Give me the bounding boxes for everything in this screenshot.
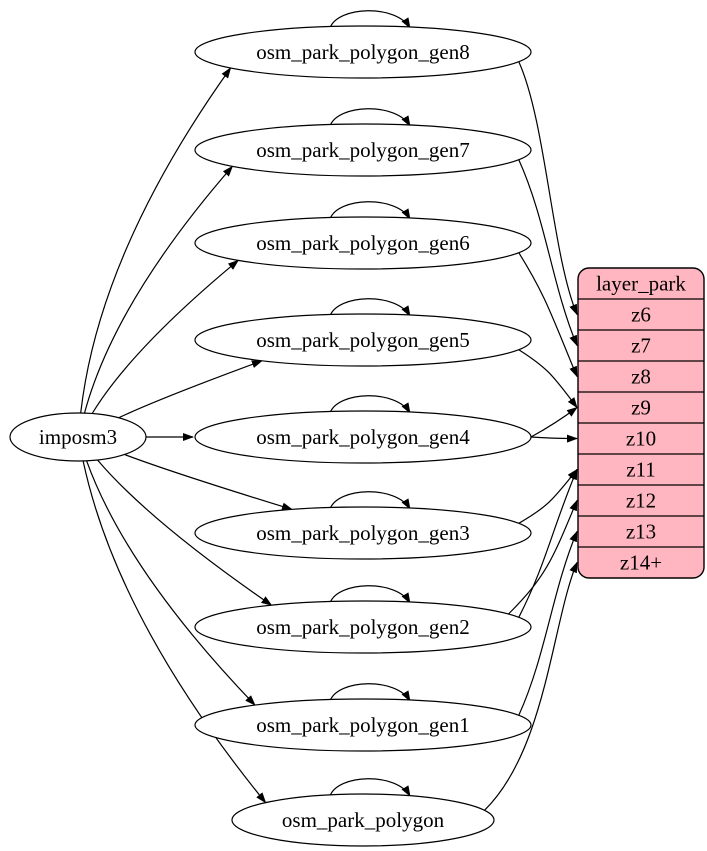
- edge-self-osm_park_polygon_gen7: [329, 108, 411, 127]
- edge-imposm3-to-osm_park_polygon_gen3: [124, 453, 293, 511]
- edge-osm_park_polygon_gen2-to-z11: [518, 468, 578, 618]
- edge-imposm3-to-osm_park_polygon_gen1: [86, 460, 256, 706]
- edge-self-osm_park_polygon_gen2: [329, 585, 411, 604]
- table-row-z10: z10: [626, 427, 656, 451]
- edge-self-osm_park_polygon_gen4: [329, 395, 411, 414]
- edge-self-osm_park_polygon_gen1: [329, 683, 411, 702]
- edge-self-osm_park_polygon_gen5: [329, 298, 411, 317]
- osm_park_polygon_gen4-ellipse: [194, 410, 532, 464]
- layer-park-header: layer_park: [596, 272, 686, 296]
- table-row-z13: z13: [626, 520, 656, 544]
- osm_park_polygon_gen6-ellipse: [194, 216, 532, 270]
- edge-self-osm_park_polygon_gen6: [329, 201, 411, 220]
- node-osm_park_polygon_gen5: osm_park_polygon_gen5: [194, 313, 532, 367]
- edge-osm_park_polygon_gen2-to-z12: [508, 499, 578, 615]
- imposm3-label: imposm3: [39, 425, 117, 449]
- osm_park_polygon_gen7-ellipse: [194, 123, 532, 177]
- edge-osm_park_polygon_gen1-to-z13: [518, 530, 578, 716]
- edge-osm_park_polygon_gen8-to-z6: [518, 61, 578, 316]
- node-osm_park_polygon_gen2: osm_park_polygon_gen2: [194, 600, 532, 654]
- node-osm_park_polygon_gen6: osm_park_polygon_gen6: [194, 216, 532, 270]
- node-osm_park_polygon: osm_park_polygon: [231, 793, 495, 847]
- osm_park_polygon_gen3-label: osm_park_polygon_gen3: [256, 521, 469, 545]
- edge-osm_park_polygon_gen5-to-z9: [518, 349, 578, 409]
- edge-imposm3-to-osm_park_polygon_gen7: [83, 165, 234, 414]
- table-row-z7: z7: [631, 334, 651, 358]
- osm_park_polygon_gen5-label: osm_park_polygon_gen5: [256, 328, 469, 352]
- node-osm_park_polygon_gen7: osm_park_polygon_gen7: [194, 123, 532, 177]
- osm_park_polygon_gen6-label: osm_park_polygon_gen6: [256, 231, 469, 255]
- osm_park_polygon_gen3-ellipse: [194, 506, 532, 560]
- edge-osm_park_polygon_gen4-to-z10: [530, 434, 578, 443]
- table-row-z9: z9: [631, 396, 651, 420]
- table-row-z8: z8: [631, 365, 651, 389]
- table-row-z12: z12: [626, 489, 656, 513]
- edge-osm_park_polygon-to-z14+: [484, 561, 578, 811]
- osm_park_polygon_gen4-label: osm_park_polygon_gen4: [256, 425, 470, 449]
- osm_park_polygon-label: osm_park_polygon: [282, 808, 445, 832]
- osm_park_polygon_gen8-ellipse: [194, 25, 532, 79]
- osm_park_polygon_gen2-label: osm_park_polygon_gen2: [256, 615, 469, 639]
- osm_park_polygon-ellipse: [231, 793, 495, 847]
- osm_park_polygon_gen2-ellipse: [194, 600, 532, 654]
- edge-imposm3-to-osm_park_polygon_gen6: [91, 259, 239, 414]
- edge-imposm3-to-osm_park_polygon: [82, 460, 267, 804]
- node-osm_park_polygon_gen1: osm_park_polygon_gen1: [194, 698, 532, 752]
- nodes-layer: imposm3 osm_park_polygon_gen8 osm_park_pol…: [9, 25, 532, 847]
- edge-osm_park_polygon_gen4-to-z9: [530, 406, 578, 438]
- edges-layer: [80, 10, 578, 811]
- edge-self-osm_park_polygon_gen8: [329, 10, 411, 29]
- osm_park_polygon_gen5-ellipse: [194, 313, 532, 367]
- osm_park_polygon_gen1-label: osm_park_polygon_gen1: [256, 713, 469, 737]
- node-osm_park_polygon_gen8: osm_park_polygon_gen8: [194, 25, 532, 79]
- node-imposm3: imposm3: [9, 412, 147, 462]
- edge-imposm3-to-osm_park_polygon_gen8: [80, 67, 232, 414]
- osm_park_polygon_gen1-ellipse: [194, 698, 532, 752]
- table-row-z11: z11: [626, 458, 656, 482]
- node-osm_park_polygon_gen4: osm_park_polygon_gen4: [194, 410, 532, 464]
- table-row-z14+: z14+: [620, 551, 662, 575]
- edge-osm_park_polygon_gen7-to-z7: [518, 159, 578, 347]
- edge-imposm3-to-osm_park_polygon_gen2: [97, 459, 273, 606]
- imposm3-ellipse: [9, 412, 147, 462]
- edge-self-osm_park_polygon: [329, 778, 411, 797]
- table-row-z6: z6: [631, 303, 651, 327]
- edge-self-osm_park_polygon_gen3: [329, 491, 411, 510]
- node-osm_park_polygon_gen3: osm_park_polygon_gen3: [194, 506, 532, 560]
- table-layer: layer_park z6 z7 z8 z9 z10 z11 z12 z13 z14+: [577, 267, 705, 579]
- osm_park_polygon_gen8-label: osm_park_polygon_gen8: [256, 40, 469, 64]
- edge-imposm3-to-osm_park_polygon_gen5: [118, 360, 263, 419]
- osm_park_polygon_gen7-label: osm_park_polygon_gen7: [256, 138, 469, 162]
- edge-osm_park_polygon_gen6-to-z8: [518, 252, 578, 378]
